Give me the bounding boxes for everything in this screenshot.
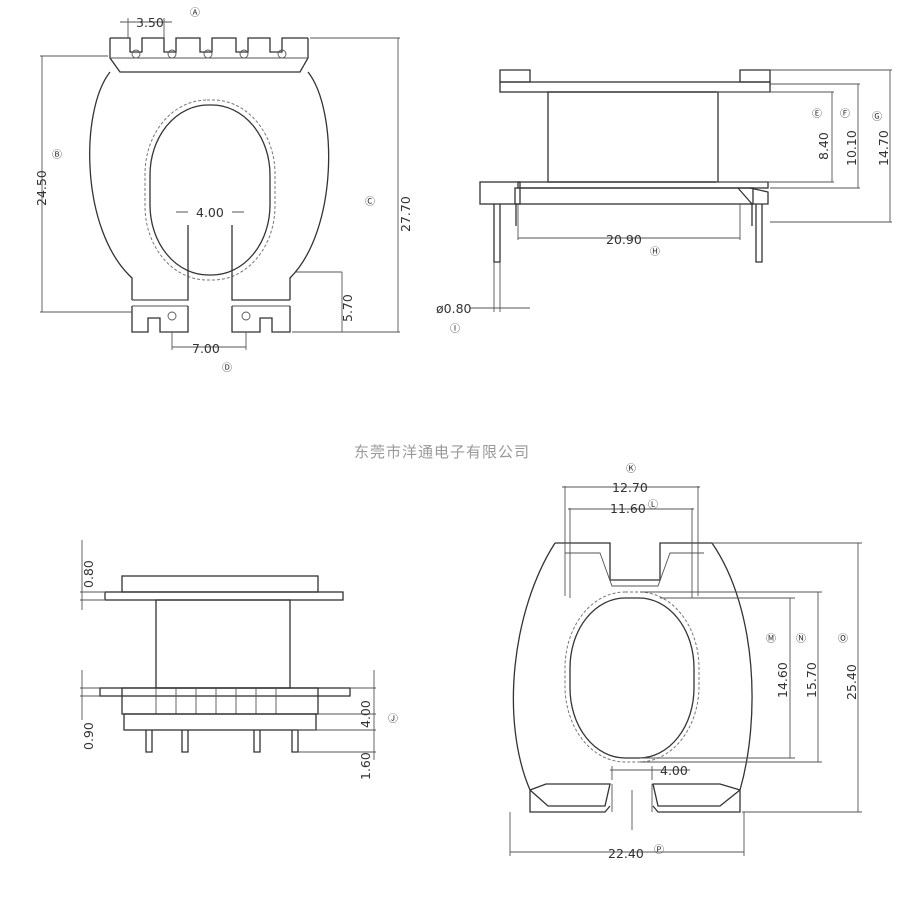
marker-H: Ⓗ — [650, 246, 660, 258]
dim-O-value: 25.40 — [844, 664, 859, 700]
dim-pin-length-value: 1.60 — [358, 752, 373, 780]
marker-G: Ⓖ — [872, 111, 882, 123]
company-name: 东莞市洋通电子有限公司 — [354, 443, 530, 461]
marker-D: Ⓓ — [222, 362, 232, 374]
dim-L-value: 11.60 — [610, 501, 646, 516]
marker-A: Ⓐ — [190, 7, 200, 19]
marker-L: Ⓛ — [648, 499, 658, 511]
dim-G-value: 14.70 — [876, 130, 891, 166]
dim-foot-height-value: 5.70 — [340, 294, 355, 322]
dim-A-value: 3.50 — [136, 15, 164, 30]
marker-M: Ⓜ — [766, 633, 776, 645]
dim-C-value: 27.70 — [398, 196, 413, 232]
dim-E-value: 8.40 — [816, 132, 831, 160]
marker-C: Ⓒ — [365, 196, 375, 208]
dim-P-value: 22.40 — [608, 846, 644, 861]
dim-J-value: 4.00 — [358, 700, 373, 728]
dim-B-value: 24.50 — [34, 170, 49, 206]
dim-I-value: ø0.80 — [436, 301, 472, 316]
view-end-bottom-left — [80, 540, 376, 760]
view-side-top-right — [470, 69, 892, 312]
marker-P: Ⓟ — [654, 844, 664, 856]
dim-H-value: 20.90 — [606, 232, 642, 247]
dim-F-value: 10.10 — [844, 130, 859, 166]
marker-I: Ⓘ — [450, 323, 460, 335]
dim-flange-top-value: 0.80 — [81, 560, 96, 588]
view-front-top-left — [40, 18, 400, 350]
marker-N: Ⓝ — [796, 633, 806, 645]
dim-slot-top-value: 4.00 — [196, 205, 224, 220]
marker-K: Ⓚ — [626, 463, 636, 475]
marker-B: Ⓑ — [52, 149, 62, 161]
view-front-bottom-right — [509, 486, 862, 856]
dim-slot-bottom-value: 4.00 — [660, 763, 688, 778]
dim-flange-bottom-value: 0.90 — [81, 722, 96, 750]
marker-E: Ⓔ — [812, 108, 822, 120]
dim-K-value: 12.70 — [612, 480, 648, 495]
dim-M-value: 14.60 — [775, 662, 790, 698]
marker-O: Ⓞ — [838, 633, 848, 645]
marker-F: Ⓕ — [840, 108, 850, 120]
dim-D-value: 7.00 — [192, 341, 220, 356]
marker-J: Ⓙ — [388, 713, 398, 725]
dim-N-value: 15.70 — [804, 662, 819, 698]
